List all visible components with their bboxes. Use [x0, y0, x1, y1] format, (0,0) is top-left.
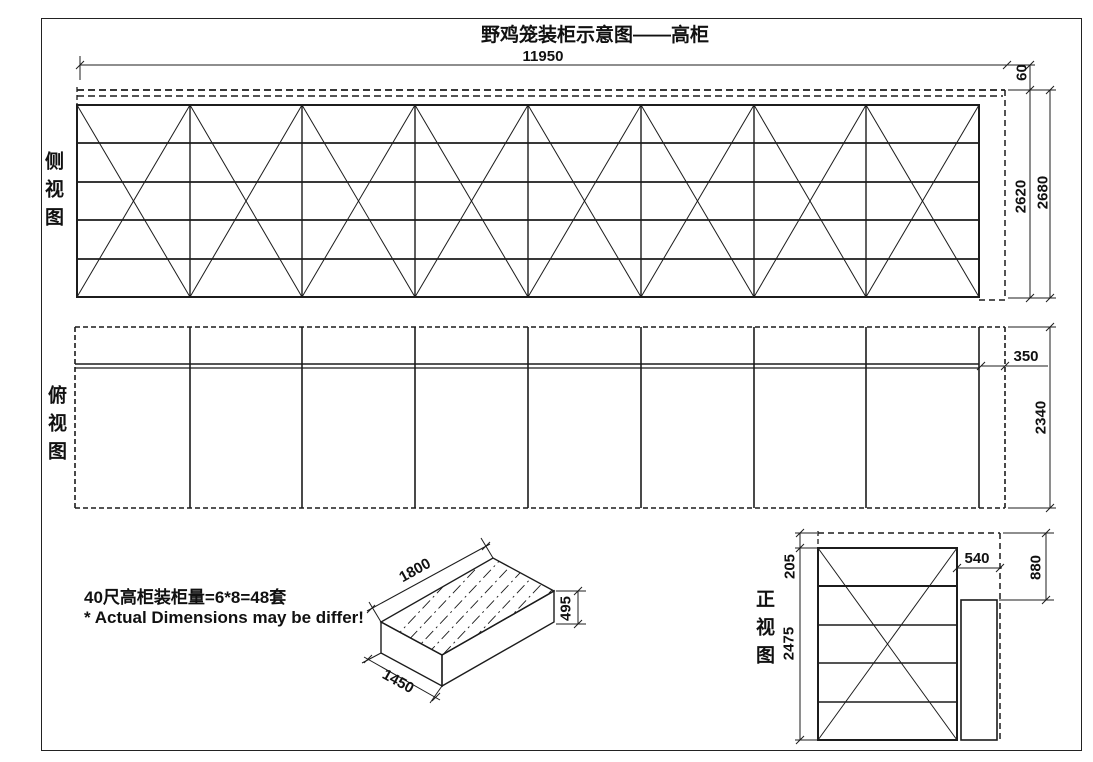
dim-front-strip: 350: [1013, 348, 1039, 365]
side-view-label: 侧视图: [42, 151, 63, 235]
front-view-label: 正视图: [753, 589, 774, 673]
dim-side-gap-height: 880: [1027, 554, 1045, 581]
dim-side-gap-width: 540: [964, 550, 990, 567]
dim-front-top-gap: 205: [781, 553, 799, 580]
cage-iso-drawing: [361, 537, 586, 704]
drawing-title: 野鸡笼装柜示意图——高柜: [480, 25, 709, 46]
front-view-drawing: [795, 528, 1054, 745]
top-view-label: 俯视图: [45, 385, 66, 469]
dim-container-length: 11950: [522, 48, 564, 65]
note-capacity: 40尺高柜装柜量=6*8=48套: [84, 588, 287, 607]
dim-top-gap: 60: [1013, 64, 1031, 81]
top-view-drawing: [74, 322, 1056, 513]
side-view-x-braces: [76, 104, 980, 298]
cage-iso-dimensions: [361, 537, 586, 704]
side-view-dimensions: [75, 56, 1056, 303]
top-view-dimensions: [976, 322, 1056, 513]
sheet-border: [41, 18, 1082, 751]
dim-cage-height: 495: [557, 595, 575, 622]
dim-stack-height: 2475: [780, 626, 798, 661]
dim-outer-height: 2680: [1034, 175, 1052, 210]
side-view-drawing: [75, 56, 1056, 303]
dim-inner-height: 2620: [1012, 179, 1030, 214]
dim-depth: 2340: [1032, 400, 1050, 435]
note-disclaimer: * Actual Dimensions may be differ!: [84, 608, 364, 627]
front-view-dimensions: [795, 528, 1054, 745]
